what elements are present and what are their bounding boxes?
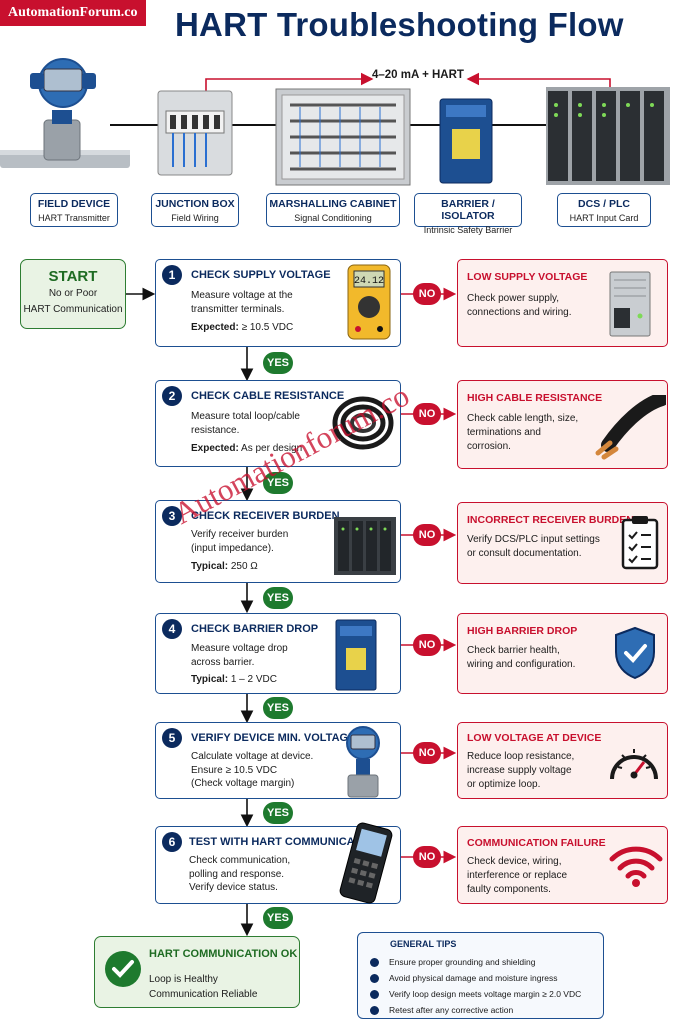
step-5-box: 5 VERIFY DEVICE MIN. VOLTAGE Calculate v… <box>155 722 401 799</box>
step-number-badge: 3 <box>162 506 182 526</box>
step-title: CHECK RECEIVER BURDEN <box>191 510 340 522</box>
yes-pill: YES <box>263 697 293 719</box>
check-icon <box>370 973 379 983</box>
step-number-badge: 2 <box>162 386 182 406</box>
power-supply-icon <box>609 271 651 337</box>
ok-title: HART COMMUNICATION OK <box>149 948 298 960</box>
multimeter-icon: 24.12 <box>347 264 391 340</box>
tips-title: GENERAL TIPS <box>390 939 457 949</box>
brand-logo: AutomationForum.co <box>0 0 146 26</box>
shield-icon <box>615 626 655 680</box>
tip-item: Avoid physical damage and moisture ingre… <box>370 970 581 986</box>
step-1-box: 1 CHECK SUPPLY VOLTAGE Measure voltage a… <box>155 259 401 347</box>
step-title: VERIFY DEVICE MIN. VOLTAGE <box>191 732 356 744</box>
tip-item: Retest after any corrective action <box>370 1002 581 1018</box>
clipboard-icon <box>621 516 659 570</box>
yes-pill: YES <box>263 587 293 609</box>
junction-box-icon <box>157 90 233 176</box>
step-title: CHECK BARRIER DROP <box>191 623 319 635</box>
failure-title: LOW SUPPLY VOLTAGE <box>467 271 588 283</box>
general-tips-box: GENERAL TIPS Ensure proper grounding and… <box>357 932 604 1019</box>
step-title: TEST WITH HART COMMUNICATOR <box>189 836 377 848</box>
step-description: Calculate voltage at device.Ensure ≥ 10.… <box>191 751 314 789</box>
failure-description: Check power supply,connections and wirin… <box>467 293 572 318</box>
failure-1-box: LOW SUPPLY VOLTAGE Check power supply,co… <box>457 259 668 347</box>
yes-pill: YES <box>263 472 293 494</box>
failure-description: Check barrier health,wiring and configur… <box>467 645 576 670</box>
field-transmitter-icon <box>0 58 130 168</box>
failure-title: INCORRECT RECEIVER BURDEN <box>467 514 634 526</box>
check-icon <box>370 989 379 999</box>
svg-text:24.12: 24.12 <box>354 276 384 287</box>
failure-5-box: LOW VOLTAGE AT DEVICE Reduce loop resist… <box>457 722 668 799</box>
no-pill: NO <box>413 524 441 546</box>
tip-item: Verify loop design meets voltage margin … <box>370 986 581 1002</box>
failure-title: HIGH BARRIER DROP <box>467 625 578 637</box>
check-icon <box>370 1005 379 1015</box>
check-icon <box>370 957 379 967</box>
page-title: HART Troubleshooting Flow <box>175 6 624 43</box>
start-box: START No or Poor HART Communication <box>20 259 126 329</box>
tip-item: Ensure proper grounding and shielding <box>370 954 581 970</box>
hart-communicator-icon <box>339 822 393 904</box>
yes-pill: YES <box>263 802 293 824</box>
device-chain <box>0 58 670 186</box>
failure-description: Check cable length, size,terminations an… <box>467 413 579 452</box>
failure-2-box: HIGH CABLE RESISTANCE Check cable length… <box>457 380 668 469</box>
failure-6-box: COMMUNICATION FAILURE Check device, wiri… <box>457 826 668 904</box>
step-description: Check communication,polling and response… <box>189 855 291 893</box>
no-pill: NO <box>413 846 441 868</box>
failure-3-box: INCORRECT RECEIVER BURDEN Verify DCS/PLC… <box>457 502 668 584</box>
failure-title: HIGH CABLE RESISTANCE <box>467 392 603 404</box>
no-pill: NO <box>413 283 441 305</box>
failure-description: Check device, wiring,interference or rep… <box>467 856 568 895</box>
no-pill: NO <box>413 634 441 656</box>
tips-list: Ensure proper grounding and shielding Av… <box>370 954 581 1018</box>
step-3-box: 3 CHECK RECEIVER BURDEN Verify receiver … <box>155 500 401 583</box>
wifi-signal-icon <box>609 846 663 887</box>
gauge-icon <box>610 749 658 780</box>
yes-pill: YES <box>263 352 293 374</box>
check-circle-icon <box>105 951 141 987</box>
step-4-box: 4 CHECK BARRIER DROP Measure voltage dro… <box>155 613 401 694</box>
io-card-rack-icon <box>334 517 396 575</box>
dcs-plc-rack-icon <box>546 87 670 185</box>
step-number-badge: 6 <box>162 832 182 852</box>
barrier-module-icon <box>335 619 377 691</box>
failure-title: COMMUNICATION FAILURE <box>467 837 606 849</box>
transmitter-icon <box>346 726 380 798</box>
marshalling-cabinet-icon <box>275 88 411 186</box>
step-title: CHECK SUPPLY VOLTAGE <box>191 269 331 281</box>
failure-description: Reduce loop resistance,increase supply v… <box>467 751 575 790</box>
step-number-badge: 5 <box>162 728 182 748</box>
step-2-box: 2 CHECK CABLE RESISTANCE Measure total l… <box>155 380 401 467</box>
yes-pill: YES <box>263 907 293 929</box>
cable-coil-icon <box>332 396 394 450</box>
failure-title: LOW VOLTAGE AT DEVICE <box>467 732 602 744</box>
step-description: Verify receiver burden(input impedance).… <box>191 529 289 572</box>
signal-loop-line-return <box>466 72 611 89</box>
step-title: CHECK CABLE RESISTANCE <box>191 390 345 402</box>
signal-label: 4–20 mA + HART <box>372 69 464 81</box>
barrier-isolator-icon <box>439 98 493 184</box>
cable-end-icon <box>595 395 666 460</box>
no-pill: NO <box>413 742 441 764</box>
step-number-badge: 4 <box>162 619 182 639</box>
failure-4-box: HIGH BARRIER DROP Check barrier health,w… <box>457 613 668 694</box>
no-pill: NO <box>413 403 441 425</box>
step-6-box: 6 TEST WITH HART COMMUNICATOR Check comm… <box>155 822 401 904</box>
step-number-badge: 1 <box>162 265 182 285</box>
